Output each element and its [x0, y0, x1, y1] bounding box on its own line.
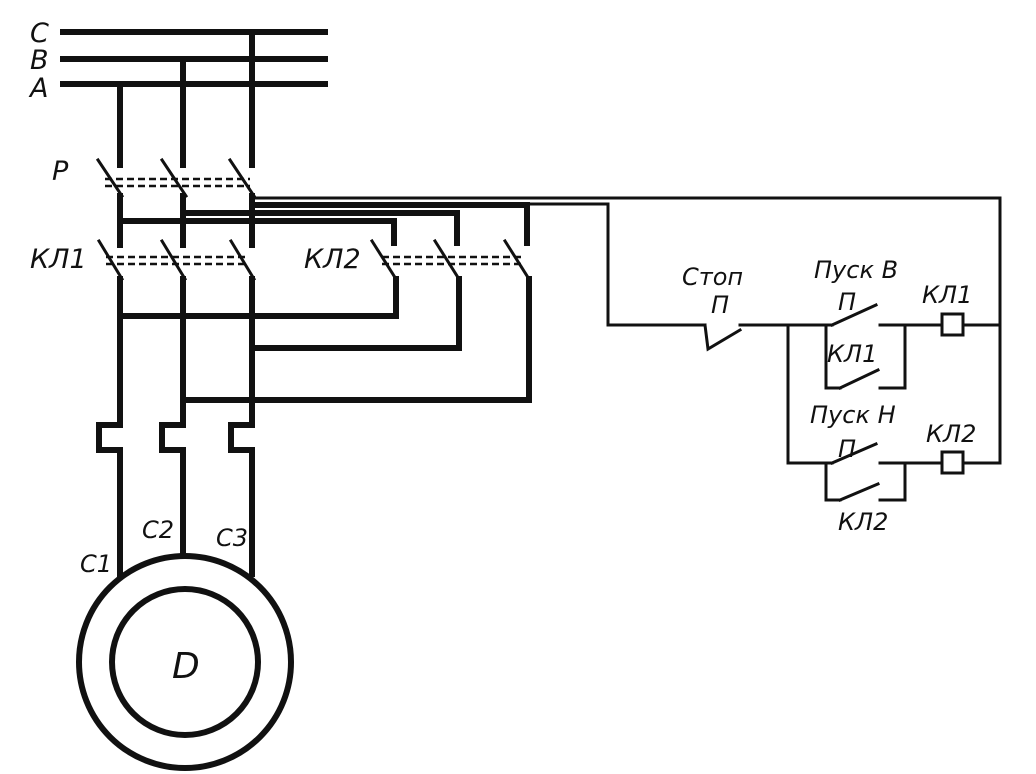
start-reverse-button: Пуск Н П	[786, 401, 944, 465]
motor-label: D	[172, 646, 200, 687]
motor-inner-circle	[109, 586, 261, 738]
terminal-connectors	[96, 422, 255, 577]
motor-terminal-c3: C3	[216, 524, 248, 552]
motor-terminal-c1: C1	[80, 550, 112, 578]
control-feed-wires	[250, 196, 1002, 465]
stop-button: Стоп П	[682, 263, 790, 352]
control-circuit: Стоп П Пуск В П КЛ1 КЛ1 Пуск Н	[682, 256, 1002, 536]
coil-kl1: КЛ1	[922, 281, 1002, 337]
bus-a-label: A	[28, 73, 48, 104]
coil-2-label: КЛ2	[926, 420, 976, 448]
main-switch-p: P	[52, 156, 257, 199]
hold-2-label: КЛ2	[838, 508, 888, 536]
start-reverse-label: Пуск Н	[810, 401, 896, 429]
start-forward-contact-label: П	[838, 288, 856, 316]
main-switch-label: P	[52, 156, 69, 187]
kl1-label: КЛ1	[30, 244, 87, 275]
start-forward-label: Пуск В	[814, 256, 898, 284]
motor-outer-circle	[76, 553, 294, 771]
bus-c-label: C	[30, 18, 49, 49]
contactor-kl2: КЛ2	[304, 238, 532, 282]
supply-drops	[117, 29, 255, 168]
supply-buses: C B A	[28, 18, 328, 104]
motor-supply-lines	[117, 276, 255, 428]
hold-contact-kl1: КЛ1	[824, 323, 907, 390]
kl2-output-wiring	[117, 276, 532, 403]
contactor-kl1: КЛ1	[30, 238, 257, 282]
hold-contact-kl2: КЛ2	[824, 461, 907, 536]
motor-terminal-c2: C2	[142, 516, 174, 544]
coil-1-label: КЛ1	[922, 281, 972, 309]
coil-kl2: КЛ2	[926, 420, 976, 475]
stop-label: Стоп	[682, 263, 743, 291]
stop-contact-label: П	[711, 291, 729, 319]
hold-1-label: КЛ1	[827, 340, 877, 368]
motor: D C1 C2 C3	[76, 516, 294, 771]
bus-b-label: B	[30, 45, 49, 76]
kl2-label: КЛ2	[304, 244, 361, 275]
start-forward-button: Пуск В П	[786, 256, 944, 327]
